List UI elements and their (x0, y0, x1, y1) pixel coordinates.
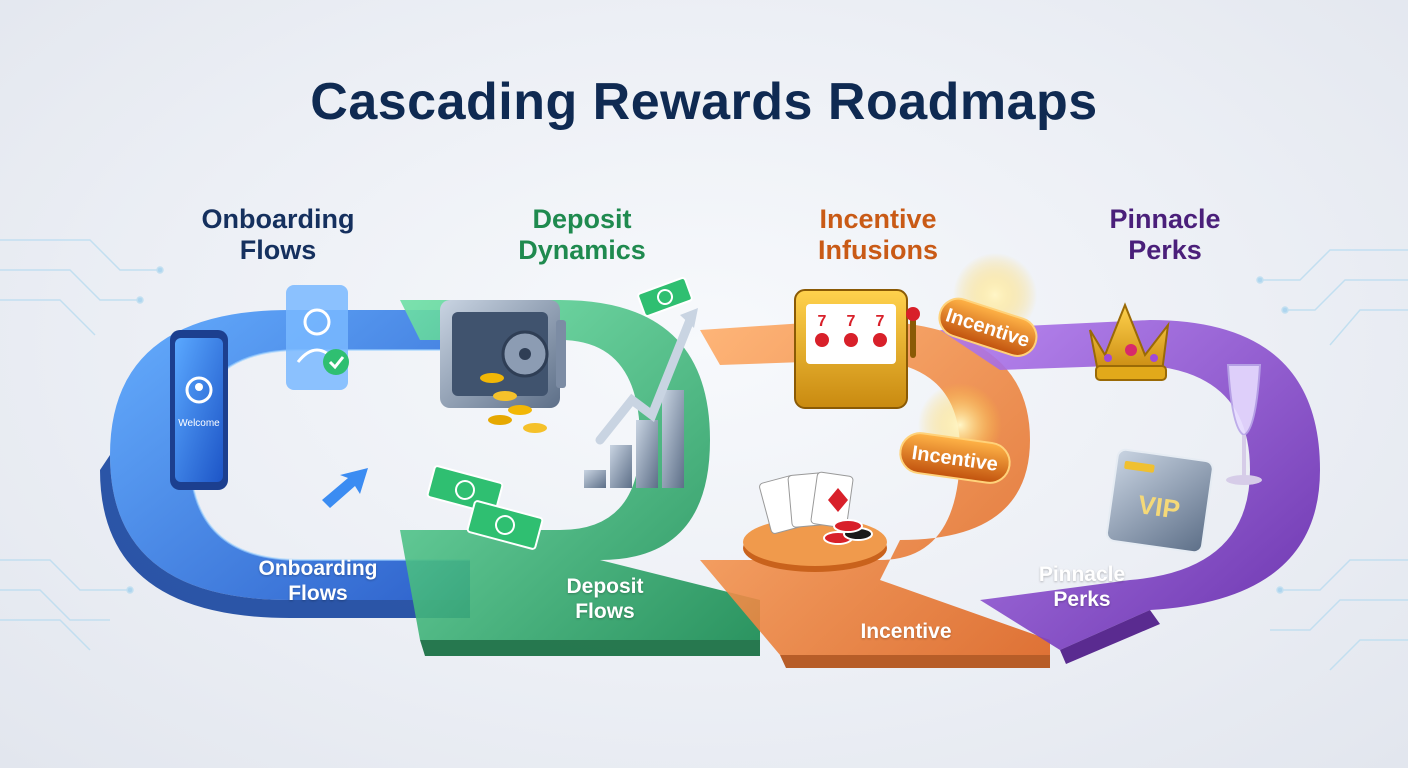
gold-coins-icon (480, 373, 547, 433)
stage-title-line: Incentive (819, 204, 937, 234)
track-label-line: Onboarding (258, 557, 378, 580)
circuit-lines-right (1256, 249, 1408, 671)
stage-title-incentive: Incentive Infusions (758, 204, 998, 266)
stage-title-line: Deposit (532, 204, 632, 234)
user-check-icon (286, 285, 349, 390)
stage-title-line: Infusions (818, 235, 938, 265)
stage-title-line: Onboarding (201, 204, 355, 234)
slot-machine-icon: 7 7 7 (794, 289, 920, 409)
phone-icon: Welcome (170, 330, 228, 490)
stage-title-pinnacle: Pinnacle Perks (1045, 204, 1285, 266)
money-bill-icon (426, 277, 693, 550)
incentive-badge-mid: Incentive (899, 383, 1011, 484)
stage-title-deposit: Deposit Dynamics (462, 204, 702, 266)
arrow-icon (322, 468, 368, 508)
track-pinnacle (940, 320, 1320, 664)
vip-card-icon: VIP (1105, 448, 1214, 554)
stage-title-line: Pinnacle (1109, 204, 1221, 234)
playing-cards-icon (743, 471, 887, 572)
track-label-line: Incentive (860, 620, 952, 643)
track-label-line: Deposit (566, 575, 644, 598)
page-title: Cascading Rewards Roadmaps (310, 73, 1098, 131)
vault-icon (440, 300, 566, 433)
growth-chart-icon (584, 308, 698, 488)
stage-title-line: Dynamics (518, 235, 646, 265)
track-label-pinnacle: Pinnacle Perks (982, 562, 1182, 612)
vip-card-text: VIP (1136, 489, 1182, 525)
track-label-line: Flows (575, 600, 635, 623)
crown-icon (1089, 302, 1170, 381)
stage-title-line: Flows (239, 235, 317, 265)
track-deposit (400, 300, 760, 656)
champagne-icon (1226, 364, 1262, 485)
svg-text:7: 7 (876, 313, 885, 330)
track-label-line: Flows (288, 582, 348, 605)
track-label-incentive: Incentive (806, 619, 1006, 644)
track-label-onboarding: Onboarding Flows (218, 556, 418, 606)
stage-title-onboarding: Onboarding Flows (158, 204, 398, 266)
stage-title-line: Perks (1128, 235, 1202, 265)
svg-text:7: 7 (818, 313, 827, 330)
track-label-line: Perks (1053, 588, 1111, 611)
track-label-deposit: Deposit Flows (505, 574, 705, 624)
circuit-lines-left (0, 239, 164, 651)
svg-text:7: 7 (847, 313, 856, 330)
phone-screen-text: Welcome (178, 418, 220, 429)
track-label-line: Pinnacle (1038, 563, 1126, 586)
